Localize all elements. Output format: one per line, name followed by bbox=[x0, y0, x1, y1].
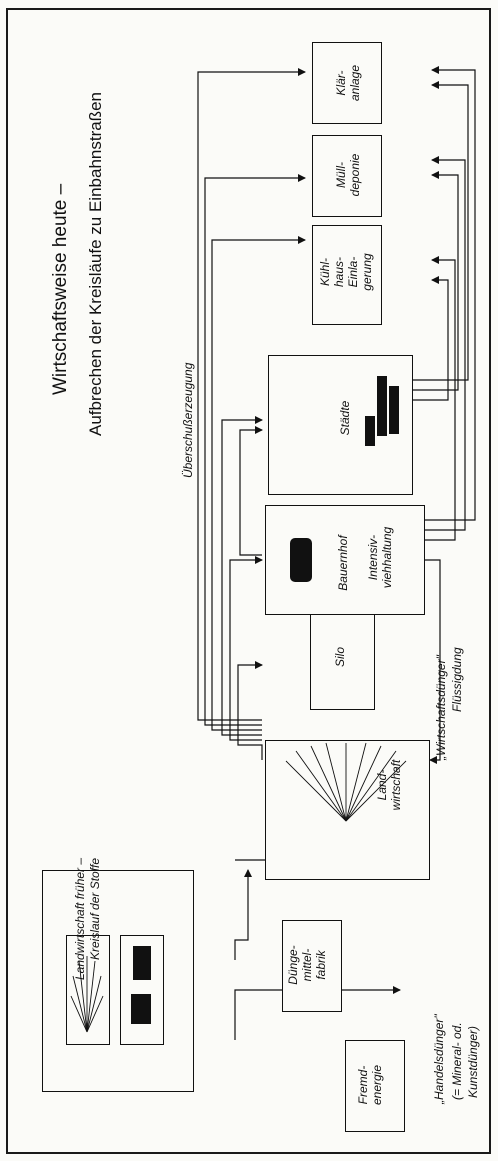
duengemittelfabrik-label: Dünge- mittel- fabrik bbox=[286, 932, 328, 998]
fertilizer-arrow bbox=[235, 870, 248, 960]
commercial-fertilizer-label-3: Kunstdünger) bbox=[466, 1026, 480, 1098]
title-line-2: Aufbrechen der Kreisläufe zu Einbahnstra… bbox=[86, 92, 106, 436]
commercial-fertilizer-label-1: „Handelsdünger" bbox=[432, 1014, 446, 1104]
liquid-manure-label: Flüssigdung bbox=[450, 647, 464, 712]
bauernhof-label: Bauernhof bbox=[336, 528, 350, 598]
silo-arrow bbox=[238, 665, 262, 760]
intensivviehhaltung-label: Intensiv- viehhaltung bbox=[366, 515, 394, 600]
landwirtschaft-label: Land- wirtschaft bbox=[375, 750, 403, 820]
early-cycle-box bbox=[42, 870, 194, 1092]
landwirtschaft-box bbox=[265, 740, 430, 880]
staedte-label: Städte bbox=[338, 398, 352, 438]
early-farm-box bbox=[120, 935, 164, 1045]
muelldeponie-label: Müll- deponie bbox=[334, 137, 362, 213]
person-and-cow-icon bbox=[121, 936, 161, 1042]
title-line-1: Wirtschaftsweise heute – bbox=[50, 184, 72, 395]
early-line-2: Kreislauf der Stoffe bbox=[88, 858, 102, 960]
farm-fertilizer-label: „Wirtschaftsdünger" bbox=[434, 655, 448, 760]
surplus-label: Überschußerzeugung bbox=[181, 363, 195, 478]
commercial-fertilizer-label-2: (= Mineral- od. bbox=[450, 1022, 464, 1100]
early-line-1: Landwirtschaft früher – bbox=[73, 858, 87, 980]
kuehlhaus-label: Kühl- haus- Einla- gerung bbox=[318, 226, 374, 318]
klaeranlage-label: Klär- anlage bbox=[334, 48, 362, 118]
silo-label: Silo bbox=[333, 642, 347, 672]
fremdenergie-label: Fremd- energie bbox=[356, 1052, 384, 1118]
